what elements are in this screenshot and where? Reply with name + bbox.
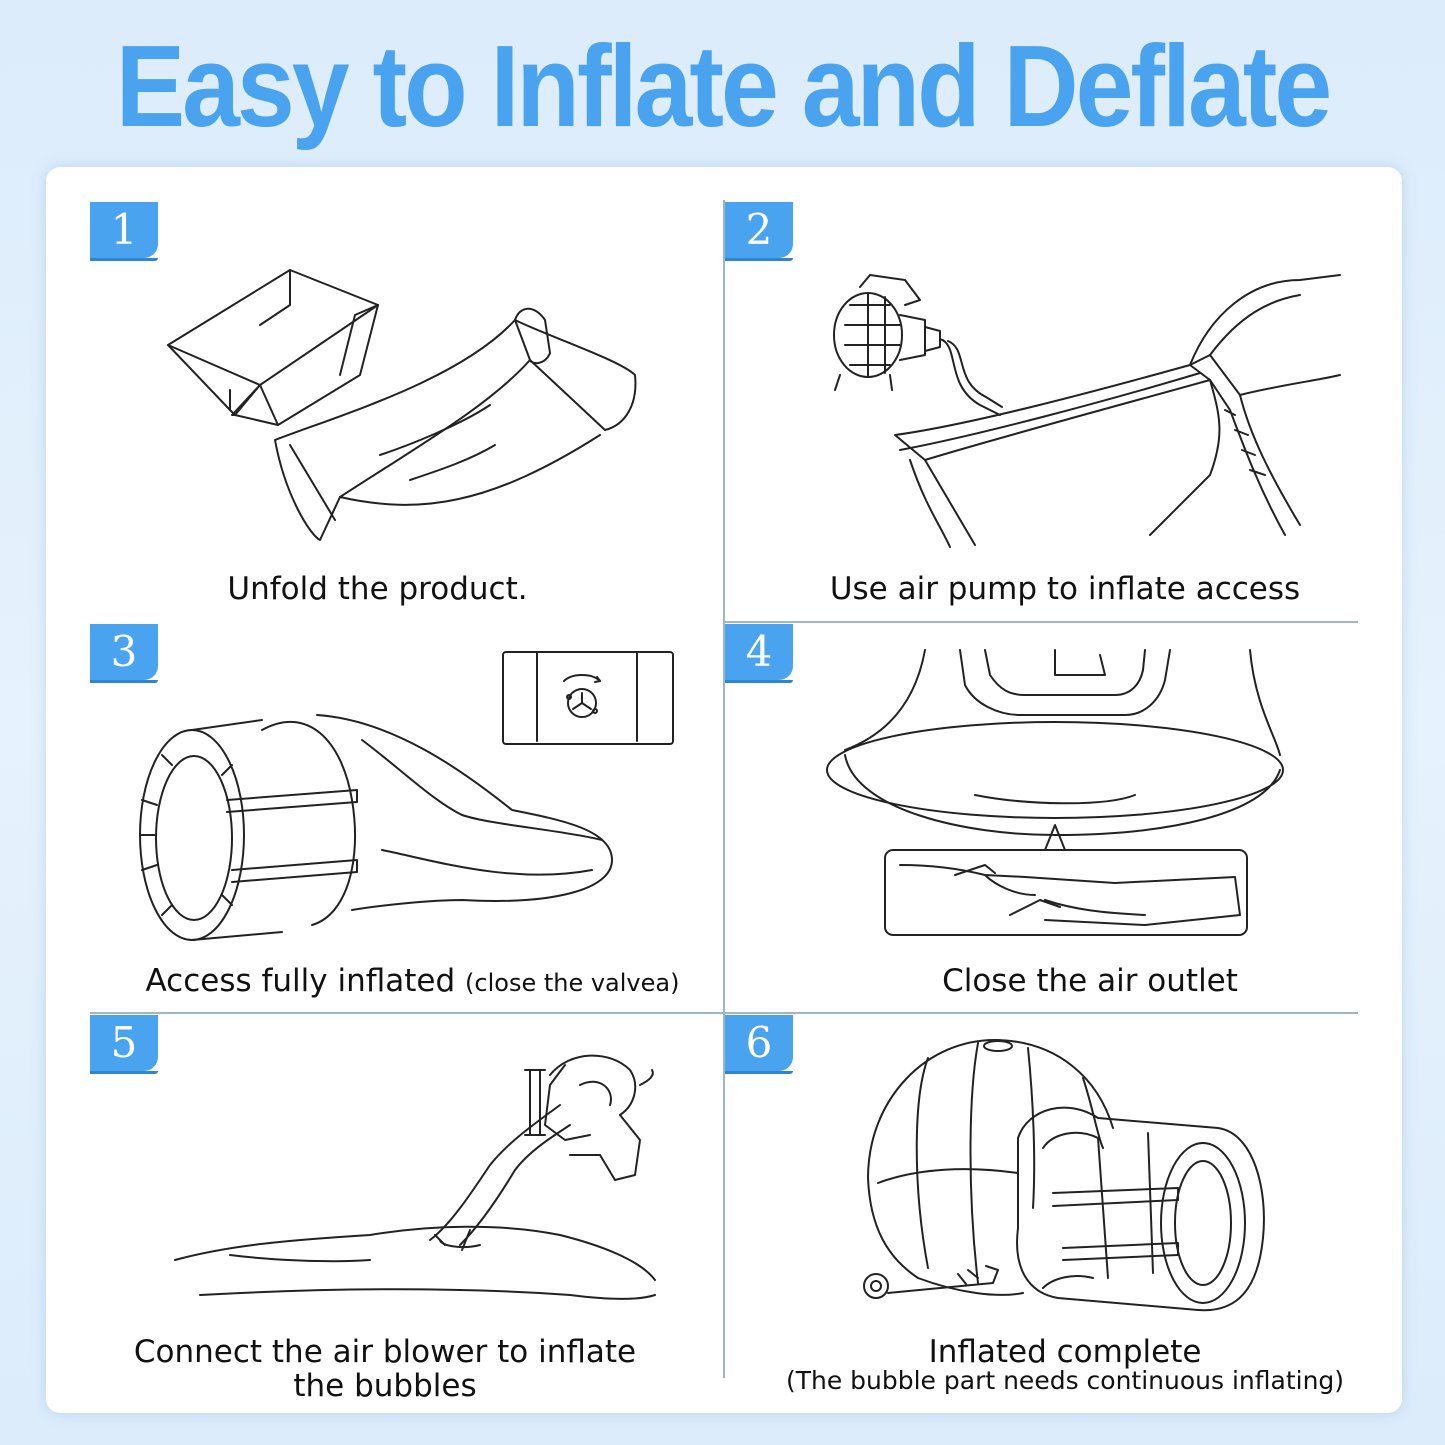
- step-5-caption: Connect the air blower to inflate the bu…: [90, 1335, 680, 1403]
- row-divider-1-right: [724, 621, 1358, 623]
- step-3-caption: Access fully inflated (close the valvea): [90, 964, 735, 1000]
- step-2-badge: 2: [725, 202, 793, 261]
- air-pump-illustration: [833, 274, 1341, 548]
- page-title: Easy to Inflate and Deflate: [115, 21, 1333, 152]
- step-3-badge: 3: [90, 624, 158, 683]
- air-blower-illustration: [174, 1054, 656, 1300]
- step-4-caption: Close the air outlet: [942, 963, 1238, 999]
- air-outlet-illustration: [826, 649, 1284, 936]
- valve-detail-illustration: [536, 652, 638, 742]
- step-3-caption-main: Access fully inflated: [145, 963, 456, 999]
- step-2-caption: Use air pump to inflate access: [829, 571, 1301, 607]
- step-5-badge: 5: [90, 1015, 158, 1074]
- row-divider-2-left: [90, 1012, 723, 1014]
- column-divider: [723, 200, 725, 1378]
- step-5-caption-line1: Connect the air blower to inflate: [133, 1334, 637, 1370]
- step-6-badge: 6: [725, 1015, 793, 1074]
- row-divider-2-right: [724, 1012, 1358, 1014]
- step-1-badge: 1: [90, 202, 158, 261]
- step-4-badge: 4: [725, 624, 793, 683]
- step-6-caption: Inflated complete: [928, 1334, 1202, 1370]
- step-1-caption: Unfold the product.: [227, 571, 528, 607]
- valve-detail-inset: [502, 651, 674, 745]
- step-3-caption-note: (close the valvea): [465, 969, 680, 997]
- inflated-tunnel-illustration: [139, 714, 613, 941]
- step-5-caption-line2: the bubbles: [293, 1368, 477, 1404]
- unfold-illustration: [167, 269, 637, 541]
- inflated-bubble-tent-illustration: [863, 1038, 1265, 1312]
- step-6-caption-note: (The bubble part needs continuous inflat…: [785, 1366, 1345, 1395]
